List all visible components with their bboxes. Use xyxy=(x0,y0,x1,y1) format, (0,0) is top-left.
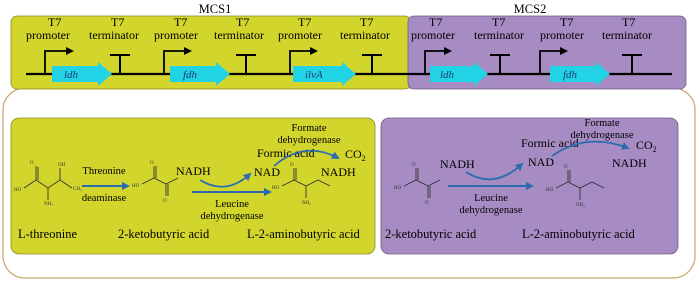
svg-text:T7: T7 xyxy=(492,15,505,29)
svg-text:T7: T7 xyxy=(111,15,124,29)
mcs1-label: MCS1 xyxy=(199,2,232,16)
nadh-in-2: NADH xyxy=(440,157,475,171)
fdh-label-2b: dehydrogenase xyxy=(571,130,634,141)
gene-ldh-1: ldh xyxy=(52,62,112,86)
deaminase-label-1: Threonine xyxy=(82,166,125,177)
svg-text:NH₂: NH₂ xyxy=(576,203,585,208)
fdh-label-2a: Formate xyxy=(585,118,620,129)
svg-text:ldh: ldh xyxy=(64,69,79,81)
nad-out-2: NAD xyxy=(528,155,554,169)
regen-arc-1 xyxy=(273,149,340,167)
ldh-label-2a: Leucine xyxy=(474,193,508,204)
svg-text:fdh: fdh xyxy=(563,69,578,81)
terminator-2: T7 terminator xyxy=(214,15,264,74)
ldh-label-1b: dehydrogenase xyxy=(201,211,264,222)
svg-text:promoter: promoter xyxy=(26,28,70,42)
co2-2: CO2 xyxy=(636,138,657,154)
co2-1: CO2 xyxy=(345,147,366,163)
terminator-4: T7 terminator xyxy=(474,15,524,74)
svg-text:NH₂: NH₂ xyxy=(302,201,311,206)
svg-text:NH₂: NH₂ xyxy=(44,202,53,207)
aminobutyric-label-2: L-2-aminobutyric acid xyxy=(522,227,636,241)
fdh-label-1a: Formate xyxy=(292,123,327,134)
svg-text:O: O xyxy=(425,201,429,206)
svg-text:ilvA: ilvA xyxy=(305,69,323,81)
svg-text:terminator: terminator xyxy=(340,28,390,42)
promoter-1: T7 promoter xyxy=(26,15,74,74)
nad-out-1: NAD xyxy=(254,165,280,179)
nadh-regen-2: NADH xyxy=(612,156,647,170)
svg-text:terminator: terminator xyxy=(602,28,652,42)
aminobutyric-structure-2 xyxy=(555,170,605,200)
regen-arc-2 xyxy=(551,140,630,157)
svg-text:T7: T7 xyxy=(48,15,61,29)
pathway1-panel xyxy=(10,117,376,255)
gene-fdh-1: fdh xyxy=(170,62,230,86)
svg-text:T7: T7 xyxy=(622,15,635,29)
svg-text:O: O xyxy=(412,163,416,168)
svg-text:T7: T7 xyxy=(560,15,573,29)
ketobutyric-structure-2 xyxy=(403,168,441,198)
svg-text:promoter: promoter xyxy=(411,28,455,42)
svg-text:O: O xyxy=(163,199,167,204)
nadh-in-1: NADH xyxy=(176,164,211,178)
terminator-3: T7 terminator xyxy=(340,15,390,74)
ketobutyric-label-2: 2-ketobutyric acid xyxy=(385,227,477,241)
promoter-5: T7 promoter xyxy=(539,15,584,74)
deaminase-label-2: deaminase xyxy=(82,193,127,204)
terminator-5: T7 terminator xyxy=(602,15,652,74)
svg-text:T7: T7 xyxy=(236,15,249,29)
ketobutyric-label-1: 2-ketobutyric acid xyxy=(118,227,210,241)
svg-text:HO: HO xyxy=(546,188,554,193)
mcs2-label: MCS2 xyxy=(514,2,547,16)
gene-fdh-2: fdh xyxy=(550,62,610,86)
svg-text:T7: T7 xyxy=(174,15,187,29)
aminobutyric-structure-1 xyxy=(281,168,331,198)
svg-text:CH₃: CH₃ xyxy=(73,187,82,192)
ldh-label-1a: Leucine xyxy=(215,199,249,210)
aminobutyric-label-1: L-2-aminobutyric acid xyxy=(247,227,361,241)
cofactor-arc-1 xyxy=(199,172,252,188)
gene-ilva: ilvA xyxy=(293,62,356,86)
svg-text:promoter: promoter xyxy=(154,28,198,42)
svg-text:HO: HO xyxy=(272,186,280,191)
formic-2: Formic acid xyxy=(521,136,579,150)
svg-text:terminator: terminator xyxy=(89,28,139,42)
svg-text:HO: HO xyxy=(132,184,140,189)
svg-text:promoter: promoter xyxy=(540,28,584,42)
svg-text:T7: T7 xyxy=(429,15,442,29)
svg-text:T7: T7 xyxy=(360,15,373,29)
svg-text:O: O xyxy=(564,165,568,170)
gene-ldh-2: ldh xyxy=(430,62,488,86)
svg-text:terminator: terminator xyxy=(474,28,524,42)
svg-text:T7: T7 xyxy=(298,15,311,29)
threonine-structure xyxy=(23,166,73,200)
svg-text:terminator: terminator xyxy=(214,28,264,42)
svg-text:O: O xyxy=(290,163,294,168)
promoter-2: T7 promoter xyxy=(154,15,198,74)
promoter-3: T7 promoter xyxy=(278,15,322,74)
promoter-4: T7 promoter xyxy=(411,15,455,74)
nadh-regen-1: NADH xyxy=(321,165,356,179)
svg-text:fdh: fdh xyxy=(183,69,198,81)
fdh-label-1b: dehydrogenase xyxy=(278,135,341,146)
ketobutyric-structure-1 xyxy=(141,166,179,196)
cofactor-arc-2 xyxy=(465,162,524,181)
svg-text:promoter: promoter xyxy=(278,28,322,42)
threonine-label: L-threonine xyxy=(18,227,77,241)
svg-text:ldh: ldh xyxy=(440,69,455,81)
svg-text:HO: HO xyxy=(14,188,22,193)
ldh-label-2b: dehydrogenase xyxy=(460,205,523,216)
formic-1: Formic acid xyxy=(257,146,315,160)
svg-text:HO: HO xyxy=(394,186,402,191)
svg-text:O: O xyxy=(150,161,154,166)
terminator-1: T7 terminator xyxy=(89,15,139,74)
svg-text:OH: OH xyxy=(58,163,66,168)
svg-text:O: O xyxy=(30,161,34,166)
